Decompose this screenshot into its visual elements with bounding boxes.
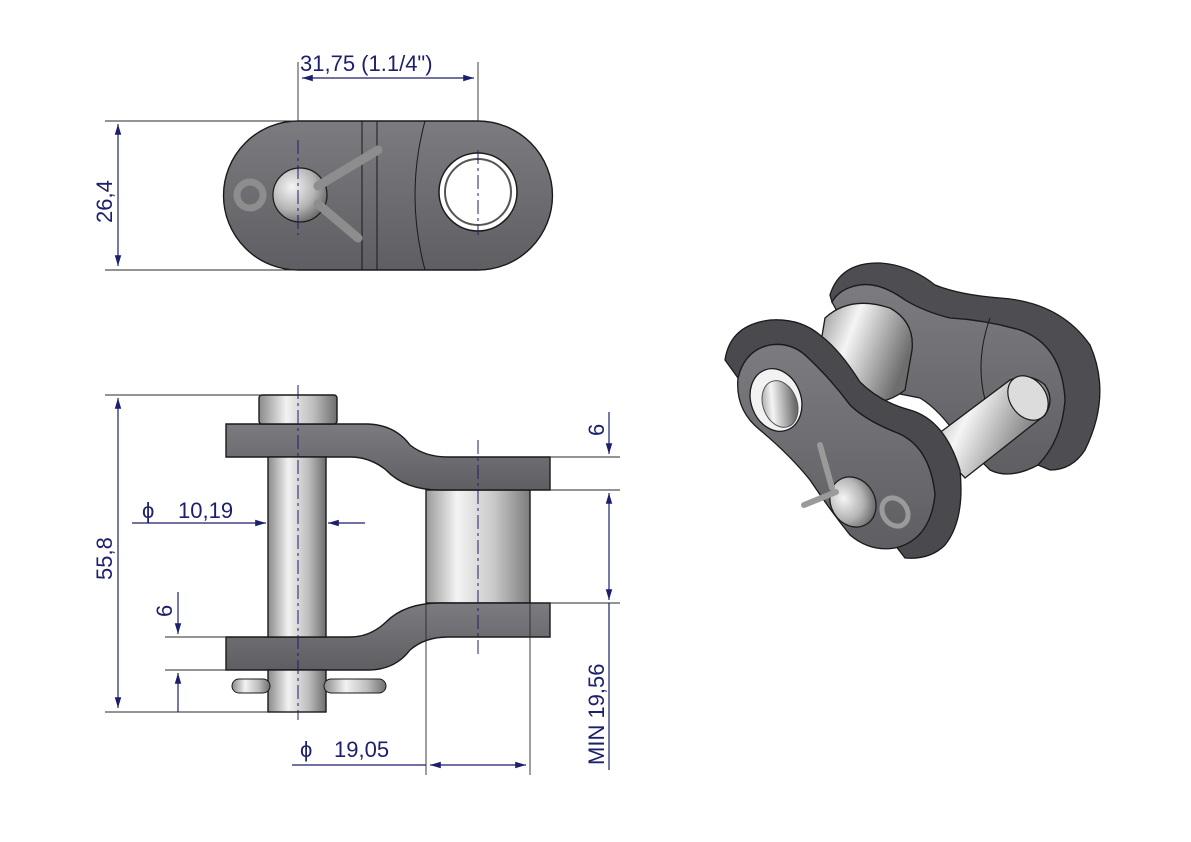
dim-pin-diameter-label: 10,19 — [178, 498, 233, 523]
iso-cotter-eye — [879, 495, 911, 529]
dim-plate-height: 26,4 — [92, 120, 298, 271]
top-view-cotter-lower — [313, 199, 363, 243]
front-view-pin — [267, 456, 327, 638]
dim-roller-diameter-symbol: ϕ — [300, 737, 312, 762]
front-view-cotter-right — [323, 678, 387, 694]
dim-plate-thickness-top-label: 6 — [584, 424, 609, 436]
top-view-curve — [414, 120, 426, 271]
dim-overall-width: 55,8 — [92, 394, 268, 713]
top-view — [222, 120, 554, 271]
dim-pin-diameter-symbol: ϕ — [142, 498, 154, 523]
dim-pitch: 31,75 (1.1/4") — [297, 51, 479, 121]
top-view-cotter-eye — [233, 178, 267, 212]
dim-roller-diameter: ϕ 19,05 — [292, 603, 531, 775]
dim-plate-thickness-bottom-label: 6 — [152, 605, 177, 617]
dim-pin-diameter: ϕ 10,19 — [132, 498, 365, 527]
dim-roller-diameter-label: 19,05 — [334, 737, 389, 762]
top-view-pin-head — [272, 167, 328, 223]
dim-plate-height-label: 26,4 — [92, 180, 117, 223]
top-view-cotter-upper — [313, 145, 383, 191]
isometric-view — [724, 262, 1101, 559]
iso-back-plate-seam — [980, 317, 991, 401]
dim-plate-thickness-top: 6 — [550, 412, 620, 540]
front-view-cotter-left — [231, 678, 271, 694]
dim-plate-thickness-bottom: 6 — [152, 592, 226, 712]
iso-front-hole-inner — [761, 380, 799, 428]
front-view-pin-lower — [267, 669, 327, 713]
iso-cotter-leg-1 — [817, 442, 835, 491]
dim-pitch-label: 31,75 (1.1/4") — [300, 51, 433, 76]
dim-inner-width: MIN 19,56 — [550, 540, 620, 770]
front-view — [225, 385, 551, 720]
dim-inner-width-label: MIN 19,56 — [584, 664, 609, 766]
iso-pin-head — [829, 476, 877, 528]
front-view-plate-bottom — [225, 602, 551, 671]
iso-pin-end — [1007, 375, 1049, 421]
dim-overall-width-label: 55,8 — [92, 537, 117, 580]
iso-cotter-leg-2 — [801, 489, 839, 508]
